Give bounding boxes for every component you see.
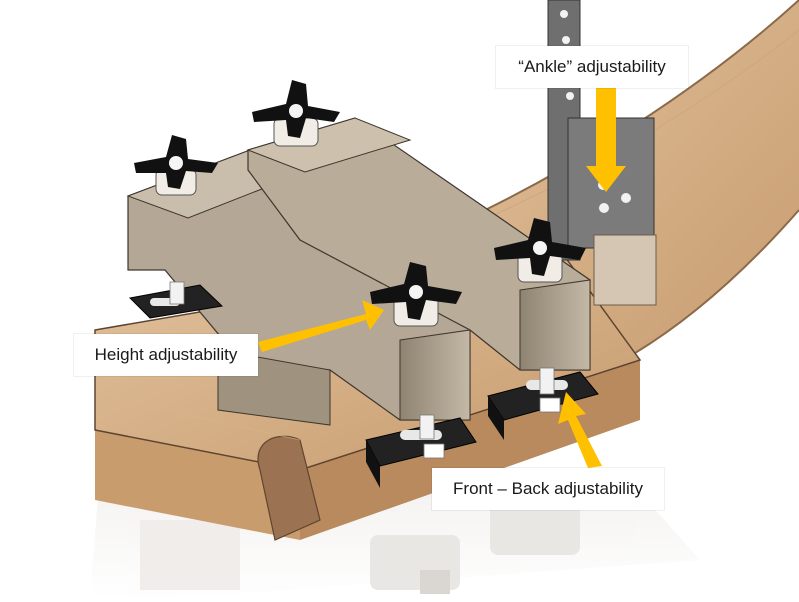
bolts [169, 281, 561, 459]
arrow-ankle [586, 88, 626, 192]
arrow-front-back [558, 392, 602, 468]
right-block [246, 117, 591, 371]
height-adjustability-callout: Height adjustability [74, 334, 258, 376]
knob-front-right [494, 218, 586, 283]
knob-rear-left [134, 135, 218, 196]
ankle-adjustability-callout: “Ankle” adjustability [496, 46, 688, 88]
arrow-height [258, 300, 384, 352]
knob-rear-right [252, 80, 340, 147]
knob-front-left [370, 262, 462, 327]
front-back-adjustability-callout: Front – Back adjustability [432, 468, 664, 510]
